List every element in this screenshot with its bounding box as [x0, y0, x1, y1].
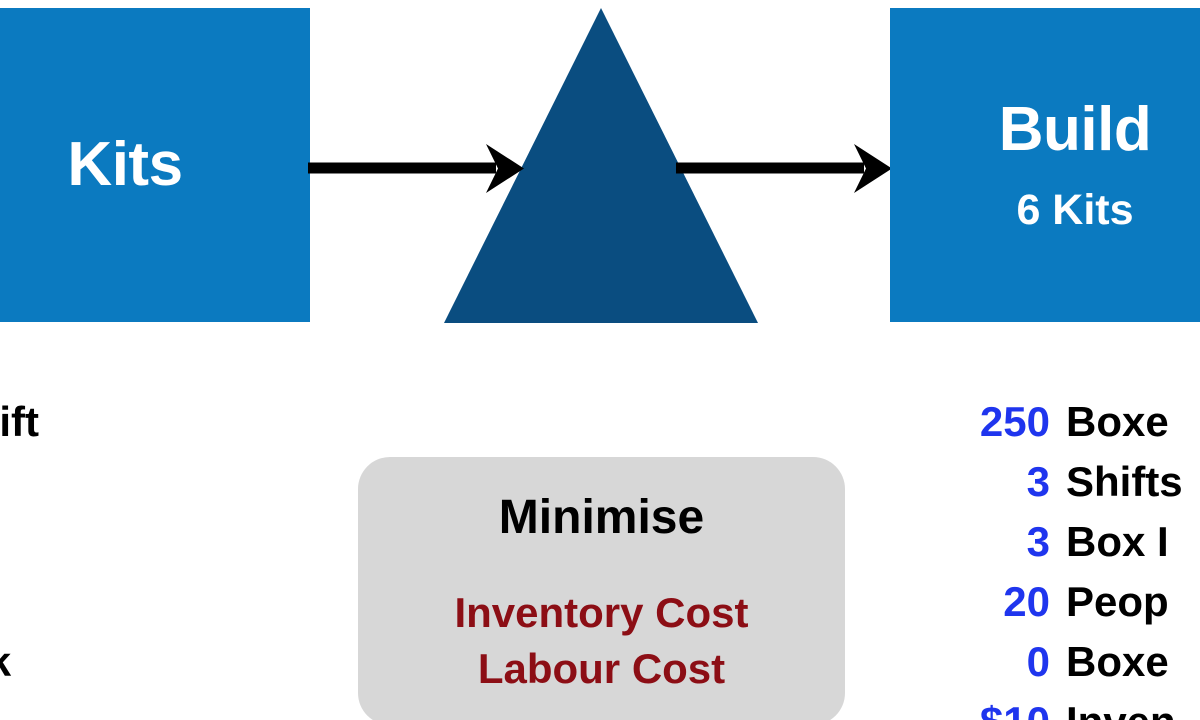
right-parameter-table: 250 Boxe 3 Shifts 3 Box I 20 Peop 0 Boxe… [950, 392, 1183, 720]
right-parameter-label: Inven [1066, 692, 1183, 720]
right-parameter-value: 0 [1026, 638, 1050, 685]
right-parameter-value: 20 [1003, 578, 1050, 625]
arrow-inventory-to-build-icon [676, 144, 892, 193]
process-box-kits-title: Kits [67, 130, 183, 200]
left-parameter-line: Line [0, 572, 39, 632]
process-box-build-title: Build [998, 94, 1152, 164]
left-parameter-line: ay [0, 452, 39, 512]
process-box-kits[interactable]: Kits [0, 8, 310, 322]
right-parameter-value: 3 [1026, 458, 1050, 505]
left-parameter-list: ine / Shift ay es Line al Stock Cost [0, 392, 39, 720]
right-parameter-value: 250 [979, 398, 1050, 445]
right-parameter-label: Boxe [1066, 638, 1169, 685]
minimise-callout-item: Labour Cost [477, 645, 726, 693]
process-box-build[interactable]: Build 6 Kits [890, 8, 1200, 322]
right-parameter-label: Box I [1066, 518, 1169, 565]
process-box-build-subtitle: 6 Kits [1016, 185, 1134, 234]
minimise-callout[interactable]: Minimise Inventory Cost Labour Cost [358, 457, 845, 720]
right-parameter-label: Boxe [1066, 398, 1169, 445]
minimise-callout-item: Inventory Cost [454, 589, 749, 637]
left-parameter-line: es [0, 512, 39, 572]
process-box-build-content: Build 6 Kits [890, 8, 1200, 322]
left-parameter-line: ine / Shift [0, 398, 39, 445]
right-parameter-value: $10 [950, 692, 1050, 720]
minimise-callout-title: Minimise [498, 491, 705, 544]
right-parameter-value: 3 [1026, 518, 1050, 565]
left-parameter-line: Cost [0, 692, 39, 720]
process-box-kits-content: Kits [0, 8, 310, 322]
left-parameter-line: al Stock [0, 632, 39, 692]
inventory-triangle-icon[interactable] [444, 8, 758, 323]
arrow-kits-to-inventory-icon [308, 144, 524, 193]
right-parameter-label: Shifts [1066, 458, 1183, 505]
right-parameter-label: Peop [1066, 578, 1169, 625]
